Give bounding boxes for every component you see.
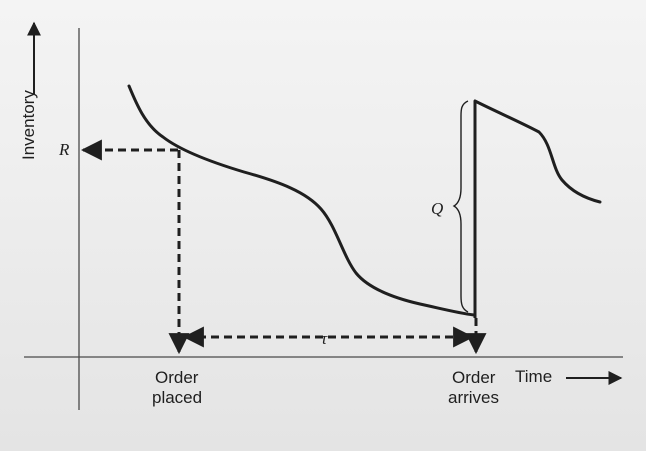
reorder-point-label: R <box>58 140 70 159</box>
order-arrives-label-line-2: arrives <box>448 388 499 407</box>
lead-time-label: τ <box>321 329 328 348</box>
inventory-curve-before-order <box>127 84 476 317</box>
order-quantity-brace <box>452 100 469 313</box>
x-axis-label: Time <box>515 367 552 386</box>
y-axis-label: Inventory <box>19 90 38 160</box>
order-quantity-label: Q <box>431 199 443 218</box>
order-placed-label-line-2: placed <box>152 388 202 407</box>
inventory-curve-after-order <box>473 99 602 204</box>
order-placed-label-line-1: Order <box>155 368 199 387</box>
order-arrives-label-line-1: Order <box>452 368 496 387</box>
